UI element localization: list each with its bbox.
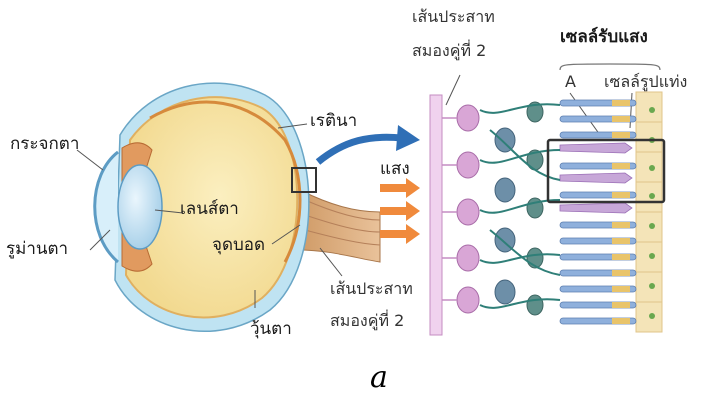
label-optic-nerve-2: สมองคู่ที่ 2 [330,312,404,330]
label-cone-a: A [565,73,576,91]
label-cornea: กระจกตา [10,135,79,155]
label-blind-spot: จุดบอด [212,236,265,256]
optic-nerve [298,190,380,262]
ganglion-cells [457,105,479,313]
lens [118,165,162,249]
label-photoreceptors: เซลล์รับแสง [560,28,648,48]
figure-caption: a [370,360,388,395]
label-optic-nerve-1: เส้นประสาท [330,280,413,298]
retina-section [430,64,664,335]
label-retina-nerve-2: สมองคู่ที่ 2 [412,42,486,60]
zoom-arrow-head [396,125,420,151]
cornea [95,152,118,262]
light-arrows [380,178,420,244]
label-retina-nerve-1: เส้นประสาท [412,8,495,26]
label-lens: เลนส์ตา [180,200,239,220]
label-pupil: รูม่านตา [6,240,68,260]
label-vitreous: วุ้นตา [250,320,292,340]
horizontal-cells [495,128,515,304]
nerve-fiber-layer [430,95,442,335]
label-retina: เรตินา [310,112,357,132]
photoreceptor-bracket [560,64,660,70]
label-rod-cell: เซลล์รูปแท่ง [604,73,687,91]
label-light: แสง [380,160,410,180]
bipolar-cells [527,102,543,315]
